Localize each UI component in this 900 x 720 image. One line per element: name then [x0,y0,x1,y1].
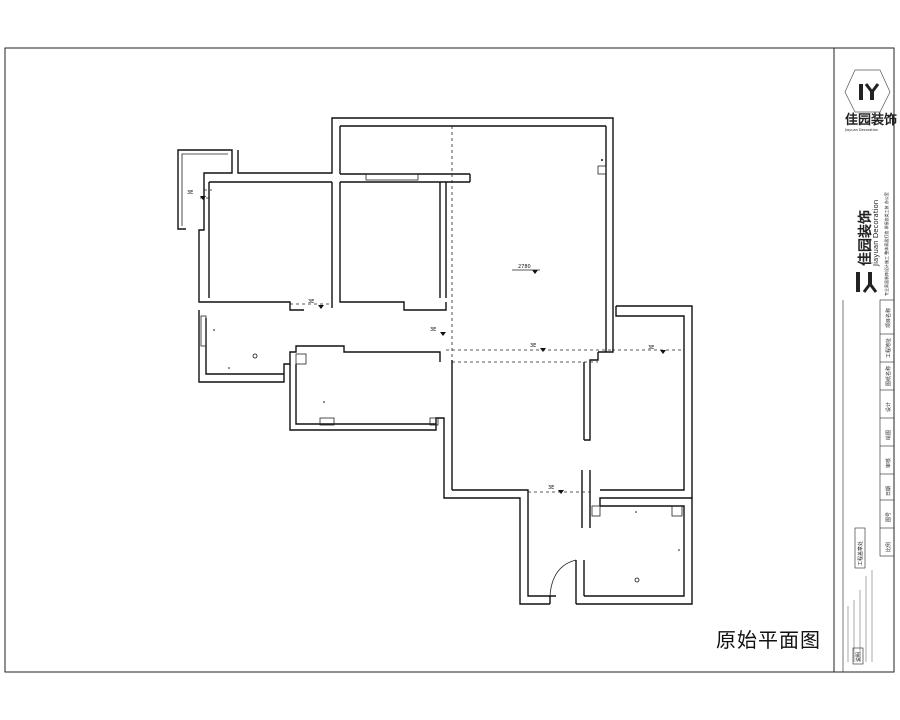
field-3: 设计 [885,402,892,412]
notes-label: 说明 [855,652,862,662]
dim-hall: 3E [530,343,536,349]
brand-en-rotated: Jiayuan Decoration [872,200,880,267]
field-5: 审核 [885,458,892,468]
drawing-title: 原始平面图 [716,628,821,652]
dim-right-room: 3E [648,345,654,351]
brand-name-rotated: 佳园装饰 [857,210,874,266]
fixtures [213,159,683,583]
beam-lines [200,126,684,493]
brand-name-top: 佳园装饰 [845,112,897,128]
brand-en-top: Jiayuan Decoration [844,128,878,132]
dim-lower: 3E [548,485,554,491]
exterior-walls [177,117,693,605]
dim-balcony: 3E [187,190,193,196]
field-8: 比例 [885,542,892,552]
field-4: 绘图 [885,430,892,440]
brand-tagline: 专业家居装饰设计施工 整体家居打造 承接各类工装 办公室 [883,192,889,296]
dimension-labels: 2780 3E 3E 3E 3E 3E 3E [187,190,654,491]
dim-corridor-top: 3E [308,299,314,305]
drawing-border [4,47,895,673]
field-2: 图纸名称 [885,366,892,386]
dim-corridor-mid: 3E [430,327,436,333]
field-7: 图号 [886,512,892,522]
elevation-markers [200,196,666,494]
title-block: 佳园装饰 Jiayuan Decoration 佳园装饰 Jiayuan Dec… [833,48,897,672]
field-1: 工程地址 [885,338,892,358]
brand-logo: 佳园装饰 Jiayuan Decoration [844,69,897,132]
dim-main-room: 2780 [518,264,531,270]
stamp-label: 工程盖章处 [857,541,864,566]
field-0: 项目名称 [885,308,892,328]
field-6: 日期 [886,486,892,496]
